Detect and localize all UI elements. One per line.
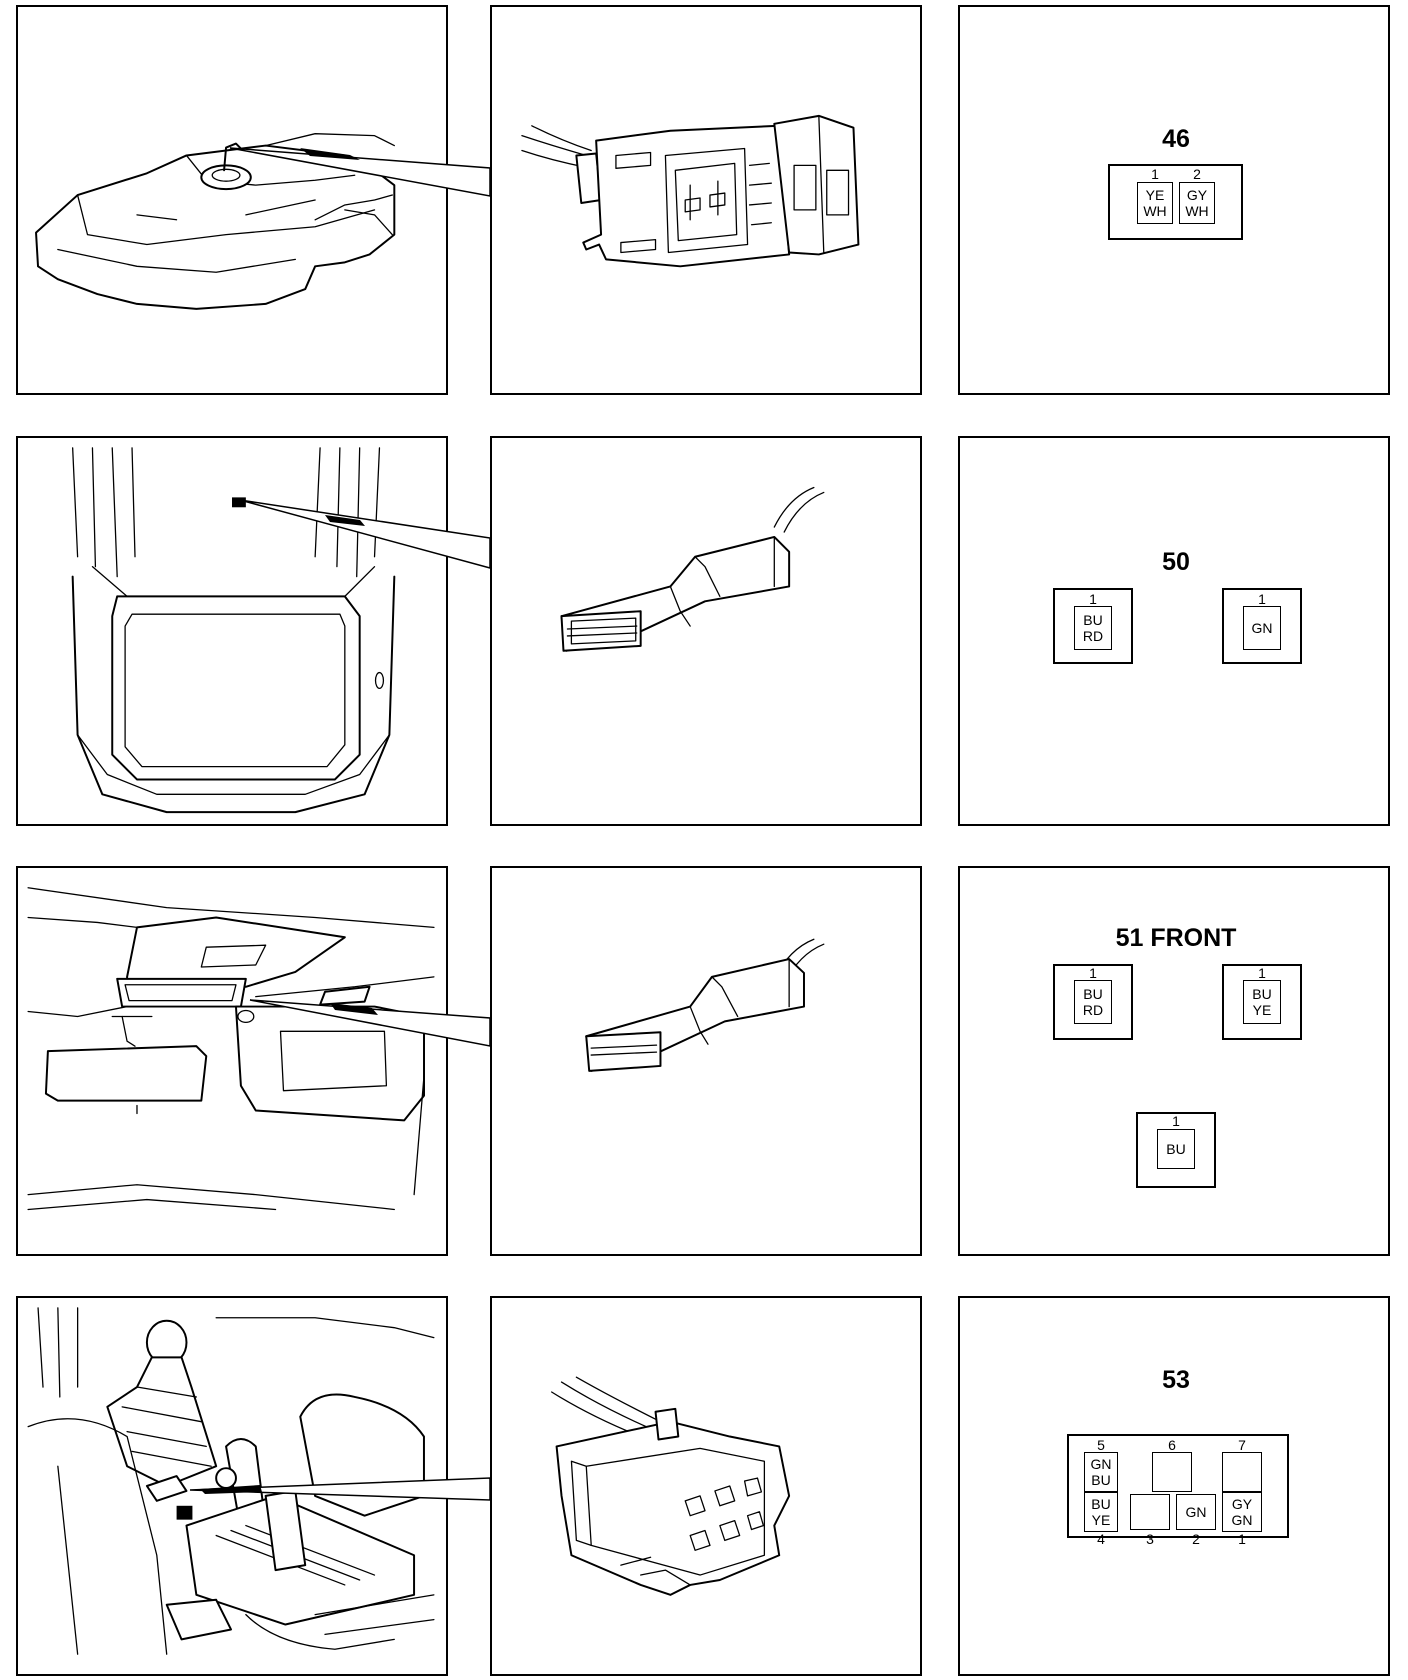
rear-interior-illustration (71, 447, 396, 814)
connector-view-53 (490, 1296, 922, 1676)
location-view-fuel-tank (16, 5, 448, 395)
connector-frame (1067, 1434, 1289, 1538)
pin-cavity: YE WH (1137, 182, 1173, 224)
connector-caption: 50 (1162, 548, 1190, 576)
location-view-rear-interior (16, 436, 448, 826)
connector-frame (1222, 588, 1302, 664)
wire-color: YE (1145, 187, 1165, 203)
pin-number: 2 (1192, 1531, 1200, 1547)
multi-pin-connector-drawing (521, 114, 860, 268)
pin-cavity: GY GN (1222, 1492, 1262, 1532)
wire-color: BU (1091, 1472, 1111, 1488)
pin-number: 1 (1089, 965, 1097, 981)
pin-number: 2 (1193, 166, 1201, 182)
wire-color: BU (1083, 986, 1103, 1002)
pin-cavity: BU YE (1243, 980, 1281, 1024)
wire-color: WH (1143, 203, 1167, 219)
wire-color: BU (1166, 1141, 1186, 1157)
wire-color: GY (1231, 1496, 1253, 1512)
pin-cavity: BU (1157, 1129, 1195, 1169)
wire-color: RD (1082, 1002, 1104, 1018)
pin-cavity: GN (1176, 1494, 1216, 1530)
pin-number: 1 (1151, 166, 1159, 182)
pin-cavity: GN (1243, 606, 1281, 650)
wire-color: GN (1251, 620, 1273, 636)
pinout-view-50: 50 1 BU RD 1 GN (958, 436, 1390, 826)
wire-color: RD (1082, 628, 1104, 644)
wire-color: BU (1091, 1496, 1111, 1512)
connector-frame (1053, 588, 1133, 664)
pin-number: 1 (1172, 1113, 1180, 1129)
pin-number: 3 (1146, 1531, 1154, 1547)
wire-color: GN (1231, 1512, 1253, 1528)
location-view-center-console (16, 1296, 448, 1676)
connector-view-46 (490, 5, 922, 395)
wire-color: YE (1091, 1512, 1111, 1528)
connector-caption: 46 (1162, 125, 1190, 153)
wire-color: GY (1186, 187, 1208, 203)
pin-number: 1 (1238, 1531, 1246, 1547)
wire-color: BU (1083, 612, 1103, 628)
pinout-view-46: 46 1 2 YE WH GY WH (958, 5, 1390, 395)
pin-number: 1 (1258, 965, 1266, 981)
pin-cavity (1222, 1452, 1262, 1492)
pin-number: 1 (1258, 591, 1266, 607)
pin-cavity: BU YE (1084, 1492, 1118, 1532)
wire-color: GN (1090, 1456, 1112, 1472)
connector-view-51-front (490, 866, 922, 1256)
location-view-headliner (16, 866, 448, 1256)
connector-frame (1108, 164, 1243, 240)
fuel-tank-illustration (35, 133, 396, 310)
wire-color: YE (1252, 1002, 1272, 1018)
connector-caption: 53 (1162, 1366, 1190, 1394)
seven-pin-connector-drawing (550, 1376, 791, 1596)
pin-number: 5 (1097, 1437, 1105, 1453)
pinout-view-51-front: 51 FRONT 1 BU RD 1 BU YE 1 BU (958, 866, 1390, 1256)
pin-number: 1 (1089, 591, 1097, 607)
pin-cavity: BU RD (1074, 980, 1112, 1024)
connector-frame (1053, 964, 1133, 1040)
pin-cavity: GY WH (1179, 182, 1215, 224)
pin-number: 6 (1168, 1437, 1176, 1453)
pinout-view-53: 53 5 6 7 GN BU BU YE GN GY GN 4 3 2 1 (958, 1296, 1390, 1676)
headliner-illustration (27, 887, 435, 1211)
connector-frame (1136, 1112, 1216, 1188)
pin-cavity (1152, 1452, 1192, 1492)
wire-color: WH (1185, 203, 1209, 219)
wire-color: GN (1185, 1504, 1207, 1520)
pin-number: 7 (1238, 1437, 1246, 1453)
connector-caption: 51 FRONT (1115, 924, 1237, 952)
wire-color: BU (1252, 986, 1272, 1002)
pin-cavity (1130, 1494, 1170, 1530)
pin-cavity: BU RD (1074, 606, 1112, 650)
pin-cavity: GN BU (1084, 1452, 1118, 1492)
single-terminal-connector-drawing (585, 938, 825, 1072)
connector-view-50 (490, 436, 922, 826)
single-terminal-connector-drawing (560, 486, 825, 652)
connector-frame (1222, 964, 1302, 1040)
pin-number: 4 (1097, 1531, 1105, 1547)
center-console-illustration (27, 1307, 435, 1655)
